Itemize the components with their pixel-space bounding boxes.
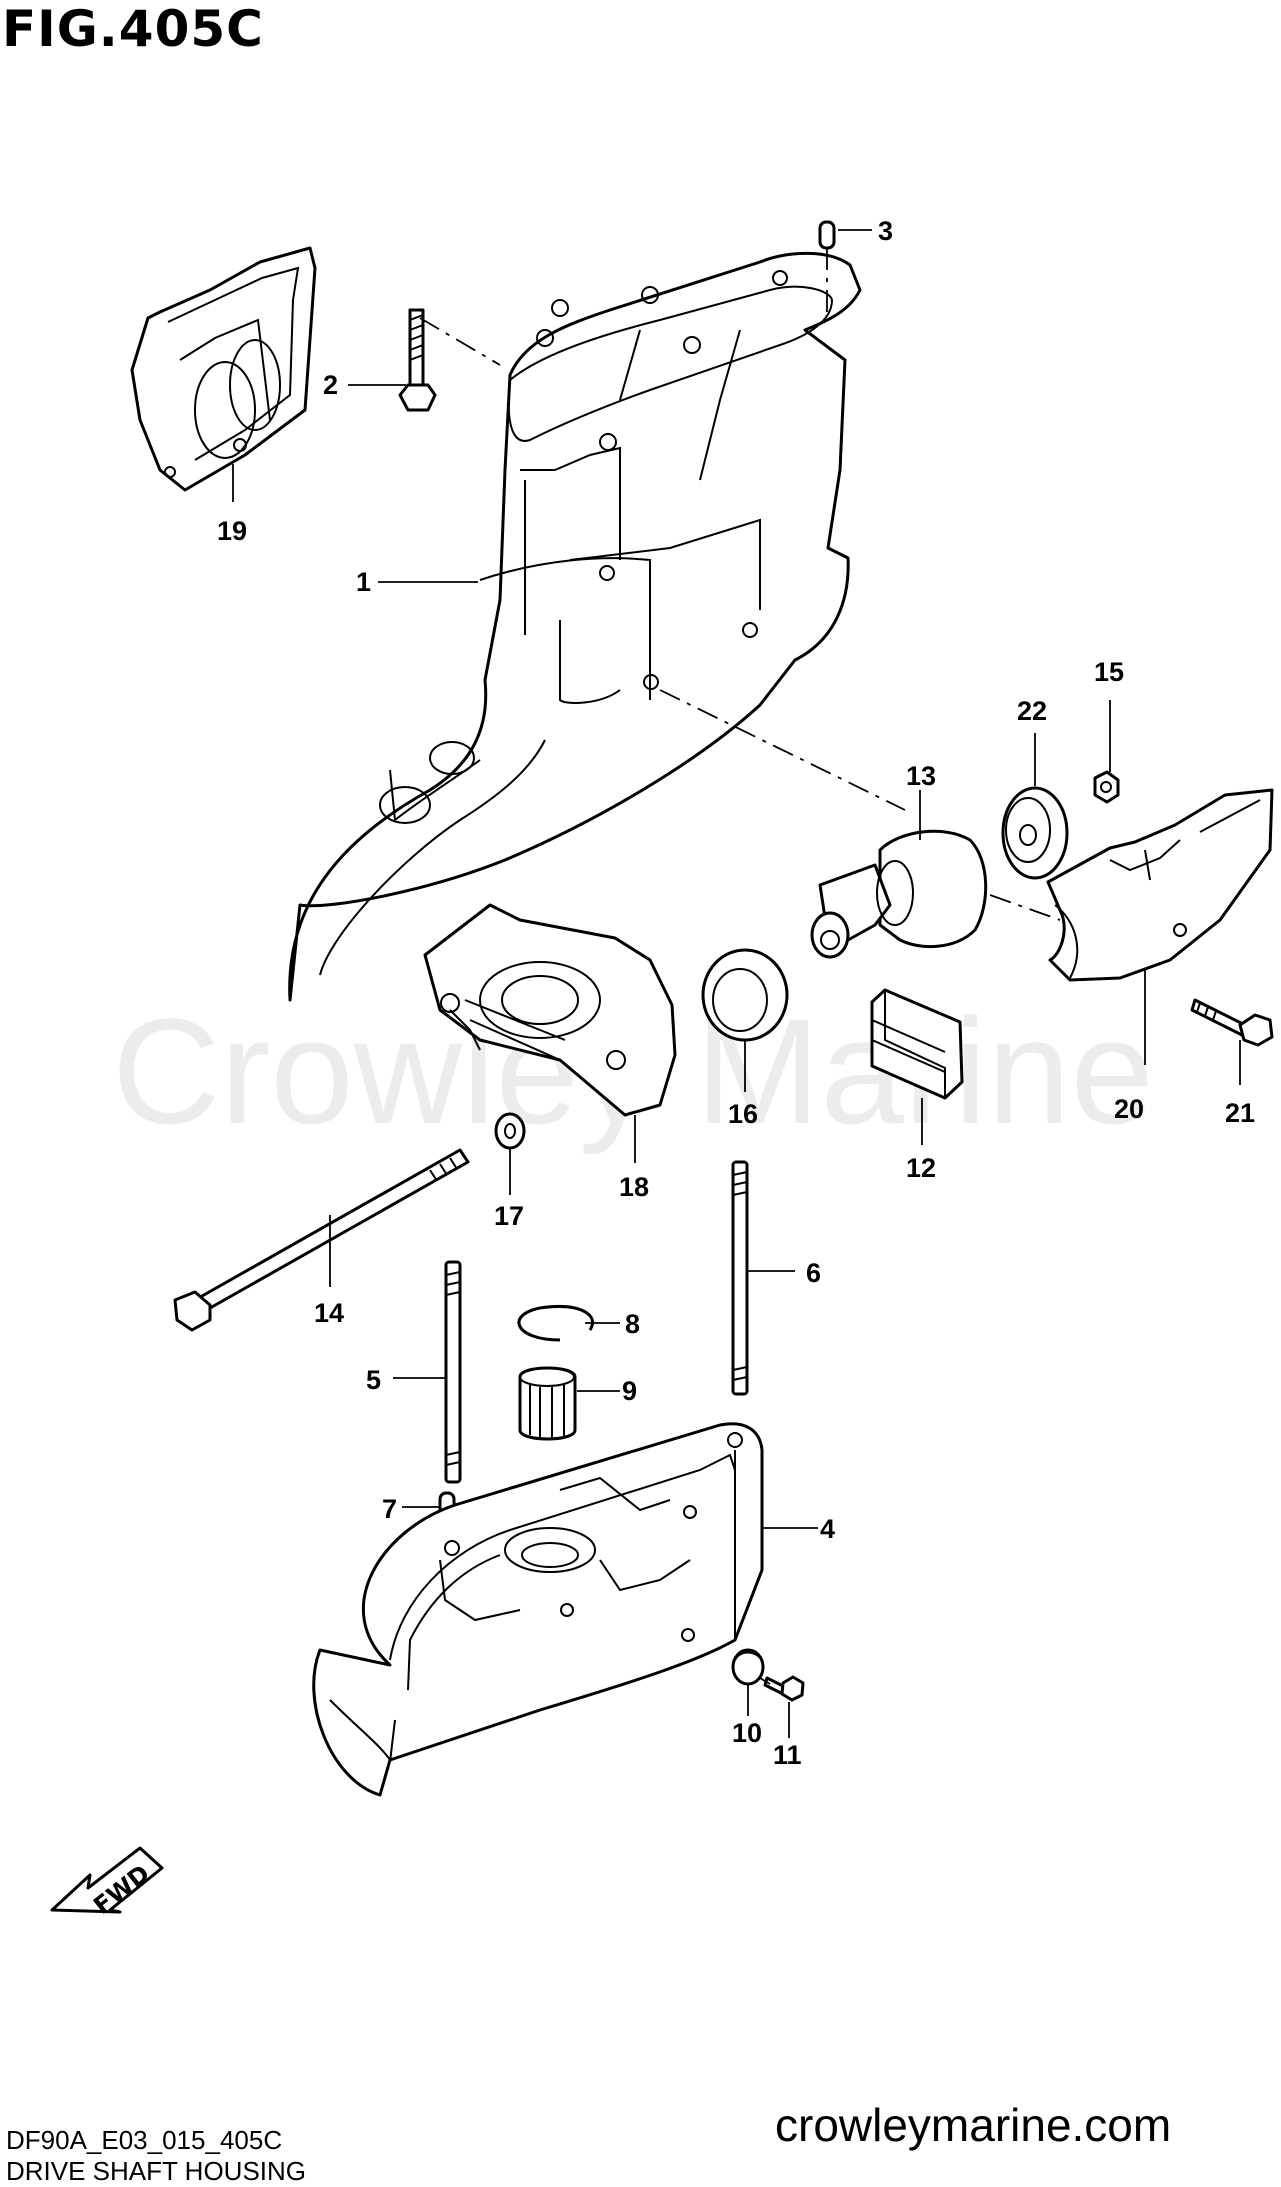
- part-12-stopper[interactable]: [870, 988, 964, 1100]
- alignment-line-bracket: [989, 894, 1061, 921]
- part-13-mount[interactable]: [810, 829, 988, 959]
- callout-12[interactable]: 12: [906, 1153, 936, 1183]
- part-17-washer[interactable]: [494, 1112, 526, 1150]
- callout-6[interactable]: 6: [806, 1258, 821, 1288]
- part-4-lower-housing[interactable]: [312, 1422, 764, 1797]
- drawing-code: DF90A_E03_015_405C: [6, 2125, 283, 2155]
- callout-18[interactable]: 18: [619, 1172, 649, 1202]
- callout-22[interactable]: 22: [1017, 696, 1047, 726]
- callout-20[interactable]: 20: [1114, 1094, 1144, 1124]
- callout-7[interactable]: 7: [382, 1494, 397, 1524]
- callout-16[interactable]: 16: [728, 1099, 758, 1129]
- callout-3[interactable]: 3: [878, 216, 893, 246]
- part-16-seal[interactable]: [701, 948, 789, 1042]
- part-6-stud[interactable]: [731, 1160, 749, 1396]
- part-10-washer[interactable]: [731, 1648, 765, 1686]
- callout-15[interactable]: 15: [1094, 657, 1124, 687]
- part-15-nut[interactable]: [1093, 770, 1120, 804]
- part-14-long-bolt[interactable]: [173, 1148, 470, 1332]
- figure-title: FIG.405C: [2, 0, 264, 58]
- callout-10[interactable]: 10: [732, 1718, 762, 1748]
- part-5-stud[interactable]: [444, 1260, 462, 1484]
- alignment-line-bolt-2: [419, 317, 501, 366]
- part-11-small-bolt[interactable]: [763, 1675, 805, 1702]
- callout-11[interactable]: 11: [773, 1740, 802, 1770]
- website-label: crowleymarine.com: [775, 2099, 1172, 2151]
- fwd-arrow-icon: FWD: [50, 1846, 164, 1920]
- callout-8[interactable]: 8: [625, 1309, 640, 1339]
- callout-21[interactable]: 21: [1225, 1098, 1255, 1128]
- callout-19[interactable]: 19: [217, 516, 247, 546]
- callout-5[interactable]: 5: [366, 1365, 381, 1395]
- callout-17[interactable]: 17: [494, 1201, 524, 1231]
- callout-14[interactable]: 14: [314, 1298, 344, 1328]
- part-18-lower-mount[interactable]: [423, 903, 677, 1117]
- callout-4[interactable]: 4: [820, 1514, 835, 1544]
- part-9-sleeve[interactable]: [518, 1366, 577, 1441]
- part-19-cover[interactable]: [130, 246, 317, 492]
- alignment-line-mount: [659, 689, 906, 811]
- part-2-bolt[interactable]: [398, 308, 437, 412]
- figure-name: DRIVE SHAFT HOUSING: [6, 2156, 307, 2186]
- part-21-bolt[interactable]: [1190, 998, 1274, 1047]
- leader-lines: [232, 229, 1241, 1738]
- part-8-circlip[interactable]: [517, 1305, 594, 1342]
- callout-1[interactable]: 1: [356, 567, 371, 597]
- part-1-drive-shaft-housing[interactable]: [288, 251, 862, 1002]
- alignment-line-washer-11: [759, 1677, 771, 1685]
- part-20-bracket[interactable]: [1046, 788, 1274, 982]
- part-3-dowel-pin[interactable]: [818, 220, 836, 250]
- part-22-grommet[interactable]: [1001, 786, 1069, 880]
- callout-9[interactable]: 9: [622, 1376, 637, 1406]
- callout-2[interactable]: 2: [323, 370, 338, 400]
- callout-13[interactable]: 13: [906, 761, 936, 791]
